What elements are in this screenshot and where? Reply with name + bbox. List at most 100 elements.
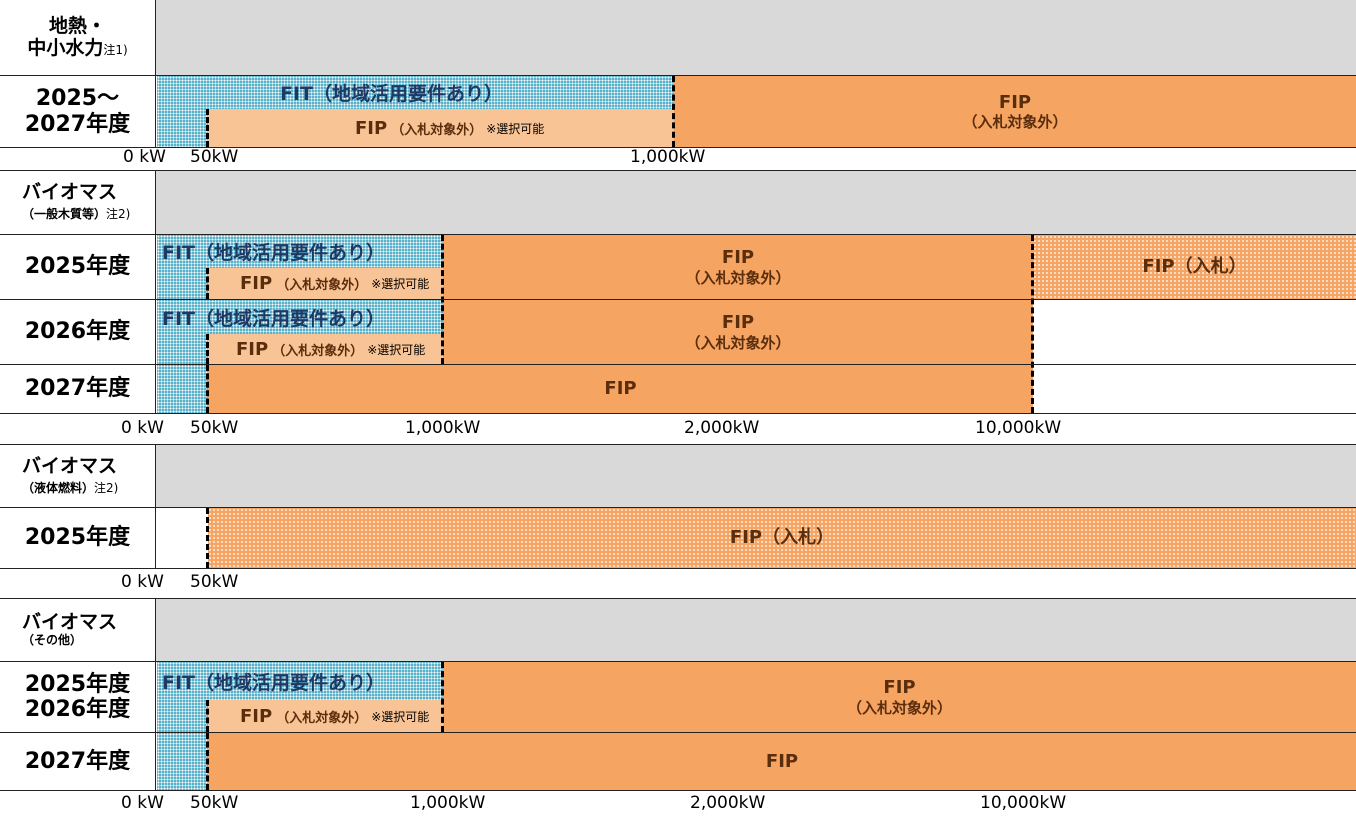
other-row-2025-2026-label: 2025年度 2026年度 xyxy=(0,661,155,733)
geo-fip-select-text: FIP xyxy=(355,117,388,139)
wood-sub-wrap: （一般木質等）注2) xyxy=(22,204,130,222)
liquid-note: 注2) xyxy=(94,480,119,495)
liquid-category-label: バイオマス （液体燃料）注2) xyxy=(0,445,155,507)
wood-2025-bid-band: FIP（入札） xyxy=(1033,235,1356,299)
other-row1-fit-label: FIT（地域活用要件あり） xyxy=(162,671,386,694)
other-axis-0: 0 kW xyxy=(121,793,164,813)
other-title: バイオマス xyxy=(22,611,118,634)
wood-divider-10000kw xyxy=(1031,235,1034,413)
wood-2025-divider-50kw xyxy=(206,268,209,299)
geo-title-line2: 中小水力注1) xyxy=(27,36,127,60)
wood-2026-fip-select-note: ※選択可能 xyxy=(367,342,426,357)
geo-row-label-line2: 2027年度 xyxy=(24,111,131,137)
geo-fip-select-label: FIP （入札対象外） ※選択可能 xyxy=(355,109,544,147)
wood-row-2027-label: 2027年度 xyxy=(24,376,131,402)
other-row2-fit-band xyxy=(157,733,208,790)
geo-fip-band: FIP （入札対象外） xyxy=(674,76,1356,147)
other-sub: （その他） xyxy=(22,633,83,648)
geo-frame-vert xyxy=(155,0,156,148)
wood-frame-bottom xyxy=(0,413,1356,414)
other-row-label-line1: 2025年度 xyxy=(24,671,131,697)
geo-fip-select-band xyxy=(208,109,674,147)
other-row1-fip-select-text: FIP xyxy=(240,705,273,727)
other-frame-bottom xyxy=(0,790,1356,791)
wood-2025-fip-sub: （入札対象外） xyxy=(685,268,791,287)
geo-axis-50: 50kW xyxy=(190,147,239,167)
wood-2025-fip-select-label: FIP （入札対象外） ※選択可能 xyxy=(240,268,429,299)
geo-fit-text: FIT（地域活用要件あり） xyxy=(280,82,504,105)
wood-2026-fip-select-label: FIP （入札対象外） ※選択可能 xyxy=(236,334,425,364)
wood-frame-row2-bottom xyxy=(0,364,1356,365)
other-row1-divider-50kw xyxy=(206,700,209,732)
geo-frame-bottom xyxy=(0,147,1356,148)
geo-frame-top xyxy=(0,75,1356,76)
geo-divider-50kw xyxy=(206,109,209,147)
geo-title-text: 中小水力 xyxy=(27,36,104,59)
other-axis-1000: 1,000kW xyxy=(410,793,486,813)
wood-2025-bid-text: FIP（入札） xyxy=(1142,256,1247,278)
wood-2026-fip-sub: （入札対象外） xyxy=(685,333,791,352)
geo-fit-label: FIT（地域活用要件あり） xyxy=(280,76,503,108)
other-row1-fip-text: FIP xyxy=(883,677,916,699)
liquid-header-bar xyxy=(155,445,1356,507)
liquid-frame-vert xyxy=(155,444,156,569)
wood-row-2025-label: 2025年度 xyxy=(24,253,131,279)
geo-header-bar xyxy=(155,0,1356,75)
wood-header-bar xyxy=(155,171,1356,234)
liquid-frame-mid xyxy=(0,507,1356,508)
wood-2026-fit-label: FIT（地域活用要件あり） xyxy=(162,307,386,330)
other-row1-fip-select-sub: （入札対象外） xyxy=(276,710,368,726)
wood-2025-fip-text: FIP xyxy=(721,247,755,269)
liquid-title: バイオマス xyxy=(22,454,118,477)
wood-2025-fip-select-sub: （入札対象外） xyxy=(276,278,368,293)
other-row2-fip-band: FIP xyxy=(208,733,1356,790)
liquid-axis-50: 50kW xyxy=(190,572,239,592)
wood-row-2026-label: 2026年度 xyxy=(24,319,131,345)
other-row-label-line2: 2026年度 xyxy=(24,697,131,722)
other-row1-fip-select-label: FIP （入札対象外） ※選択可能 xyxy=(240,700,429,732)
wood-frame-top xyxy=(0,170,1356,171)
wood-axis-1000: 1,000kW xyxy=(405,418,481,438)
other-row1-fip-select-note: ※選択可能 xyxy=(371,709,430,724)
wood-2026-fip-band: FIP （入札対象外） xyxy=(443,300,1033,364)
other-divider-1000kw xyxy=(441,662,444,732)
other-row1-fip-band: FIP （入札対象外） xyxy=(443,662,1356,732)
wood-axis-10000: 10,000kW xyxy=(975,418,1062,438)
geo-row-label: 2025～ 2027年度 xyxy=(0,75,155,148)
other-category-label: バイオマス （その他） xyxy=(0,599,155,661)
geo-axis-0: 0 kW xyxy=(123,147,166,167)
other-row2-divider-50kw xyxy=(206,733,209,790)
other-row1-fip-sub: （入札対象外） xyxy=(846,698,952,717)
wood-2026-fip-select-text: FIP xyxy=(236,338,269,360)
geo-row-label-line1: 2025～ xyxy=(35,86,120,112)
geo-fip-select-note: ※選択可能 xyxy=(486,121,545,136)
other-frame-row1-bottom xyxy=(0,732,1356,733)
other-header-bar xyxy=(155,599,1356,661)
wood-sub: （一般木質等） xyxy=(22,207,107,222)
other-frame-top xyxy=(0,598,1356,599)
wood-2025-fit-label: FIT（地域活用要件あり） xyxy=(162,241,386,264)
wood-category-label: バイオマス （一般木質等）注2) xyxy=(0,171,155,234)
wood-2026-divider-50kw xyxy=(206,334,209,364)
geo-fip-text: FIP xyxy=(998,91,1032,113)
wood-axis-50: 50kW xyxy=(190,418,239,438)
liquid-frame-top xyxy=(0,444,1356,445)
wood-note: 注2) xyxy=(106,207,131,222)
liquid-divider-50kw xyxy=(206,508,209,568)
other-axis-2000: 2,000kW xyxy=(690,793,766,813)
liquid-sub-wrap: （液体燃料）注2) xyxy=(22,478,118,496)
wood-axis-0: 0 kW xyxy=(121,418,164,438)
wood-2025-fip-select-note: ※選択可能 xyxy=(371,277,430,291)
wood-2025-fip-select-text: FIP xyxy=(240,273,273,294)
other-row1-fip-select-band xyxy=(208,700,443,732)
wood-2027-fip-text: FIP xyxy=(604,378,637,400)
other-row-2027-label: 2027年度 xyxy=(24,749,131,775)
wood-frame-row1-bottom xyxy=(0,299,1356,300)
wood-2027-divider-50kw xyxy=(206,365,209,413)
geo-fip-sub: （入札対象外） xyxy=(962,113,1068,132)
geo-fip-select-sub: （入札対象外） xyxy=(391,122,483,138)
geo-divider-1000kw xyxy=(672,76,675,147)
wood-2027-fit-band xyxy=(157,365,208,413)
geo-category-label: 地熱・ 中小水力注1) xyxy=(0,0,155,75)
other-frame-header-bottom xyxy=(0,661,1356,662)
